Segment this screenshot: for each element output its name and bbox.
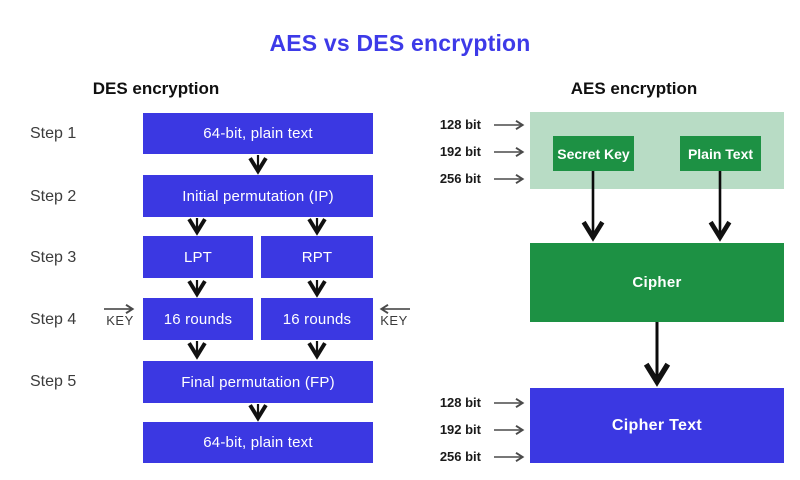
des-key-right-label: KEY bbox=[380, 313, 408, 328]
aes-node-secret-key: Secret Key bbox=[553, 136, 634, 171]
des-node-initial-permutation: Initial permutation (IP) bbox=[143, 175, 373, 217]
aes-bit-label-top-192: 192 bit bbox=[439, 144, 481, 159]
des-node-final-permutation: Final permutation (FP) bbox=[143, 361, 373, 403]
aes-node-cipher: Cipher bbox=[530, 243, 784, 322]
des-node-plain-text-output: 64-bit, plain text bbox=[143, 422, 373, 463]
des-node-16-rounds-left: 16 rounds bbox=[143, 298, 253, 340]
des-node-plain-text-input: 64-bit, plain text bbox=[143, 113, 373, 154]
des-section-heading: DES encryption bbox=[92, 79, 220, 98]
des-node-16-rounds-right: 16 rounds bbox=[261, 298, 373, 340]
aes-node-cipher-text: Cipher Text bbox=[530, 388, 784, 463]
aes-bit-label-bottom-256: 256 bit bbox=[439, 449, 481, 464]
aes-bit-label-top-128: 128 bit bbox=[439, 117, 481, 132]
aes-node-plain-text: Plain Text bbox=[680, 136, 761, 171]
des-node-rpt: RPT bbox=[261, 236, 373, 278]
page-title: AES vs DES encryption bbox=[269, 30, 531, 56]
des-step-1-label: Step 1 bbox=[30, 125, 77, 142]
aes-section-heading: AES encryption bbox=[570, 79, 698, 98]
des-step-4-label: Step 4 bbox=[30, 311, 77, 328]
des-key-left-label: KEY bbox=[106, 313, 134, 328]
des-step-2-label: Step 2 bbox=[30, 188, 77, 205]
des-node-lpt: LPT bbox=[143, 236, 253, 278]
aes-bit-label-bottom-128: 128 bit bbox=[439, 395, 481, 410]
aes-bit-label-bottom-192: 192 bit bbox=[439, 422, 481, 437]
des-step-5-label: Step 5 bbox=[30, 373, 77, 390]
des-step-3-label: Step 3 bbox=[30, 249, 77, 266]
aes-bit-label-top-256: 256 bit bbox=[439, 171, 481, 186]
